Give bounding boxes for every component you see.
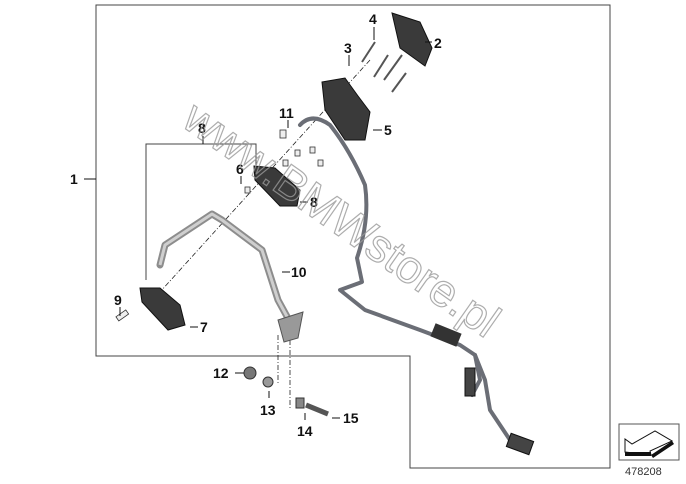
mounting-plate [277,311,304,343]
part-7 [139,287,186,331]
part-15-bolt [305,402,329,417]
assembly-frame [95,4,611,469]
part-9-screw [115,309,130,322]
part-12 [243,366,257,380]
part-5 [321,77,371,141]
group-bracket [145,143,257,280]
direction-arrow-icon [618,423,680,461]
label-13: 13 [260,402,276,418]
connector-plug [464,367,476,397]
label-5: 5 [384,122,392,138]
label-8-group: 8 [198,120,206,136]
clips [244,129,324,194]
reference-number: 478208 [625,466,662,478]
label-9: 9 [114,292,122,308]
part-13 [262,376,274,388]
label-15: 15 [343,410,359,426]
label-14: 14 [297,423,313,439]
label-8: 8 [310,194,318,210]
part-8 [253,165,301,207]
label-3: 3 [344,40,352,56]
label-6: 6 [236,161,244,177]
label-7: 7 [200,319,208,335]
harness-connector [430,323,462,347]
label-10: 10 [291,264,307,280]
label-12: 12 [213,365,229,381]
part-2 [391,12,433,67]
part-14 [295,397,305,409]
label-1: 1 [70,171,78,187]
connector-plug-2 [505,432,535,456]
label-2: 2 [434,35,442,51]
wiring-harness [298,116,512,442]
label-11: 11 [279,105,294,121]
bolts [361,41,407,93]
label-4: 4 [369,11,377,27]
